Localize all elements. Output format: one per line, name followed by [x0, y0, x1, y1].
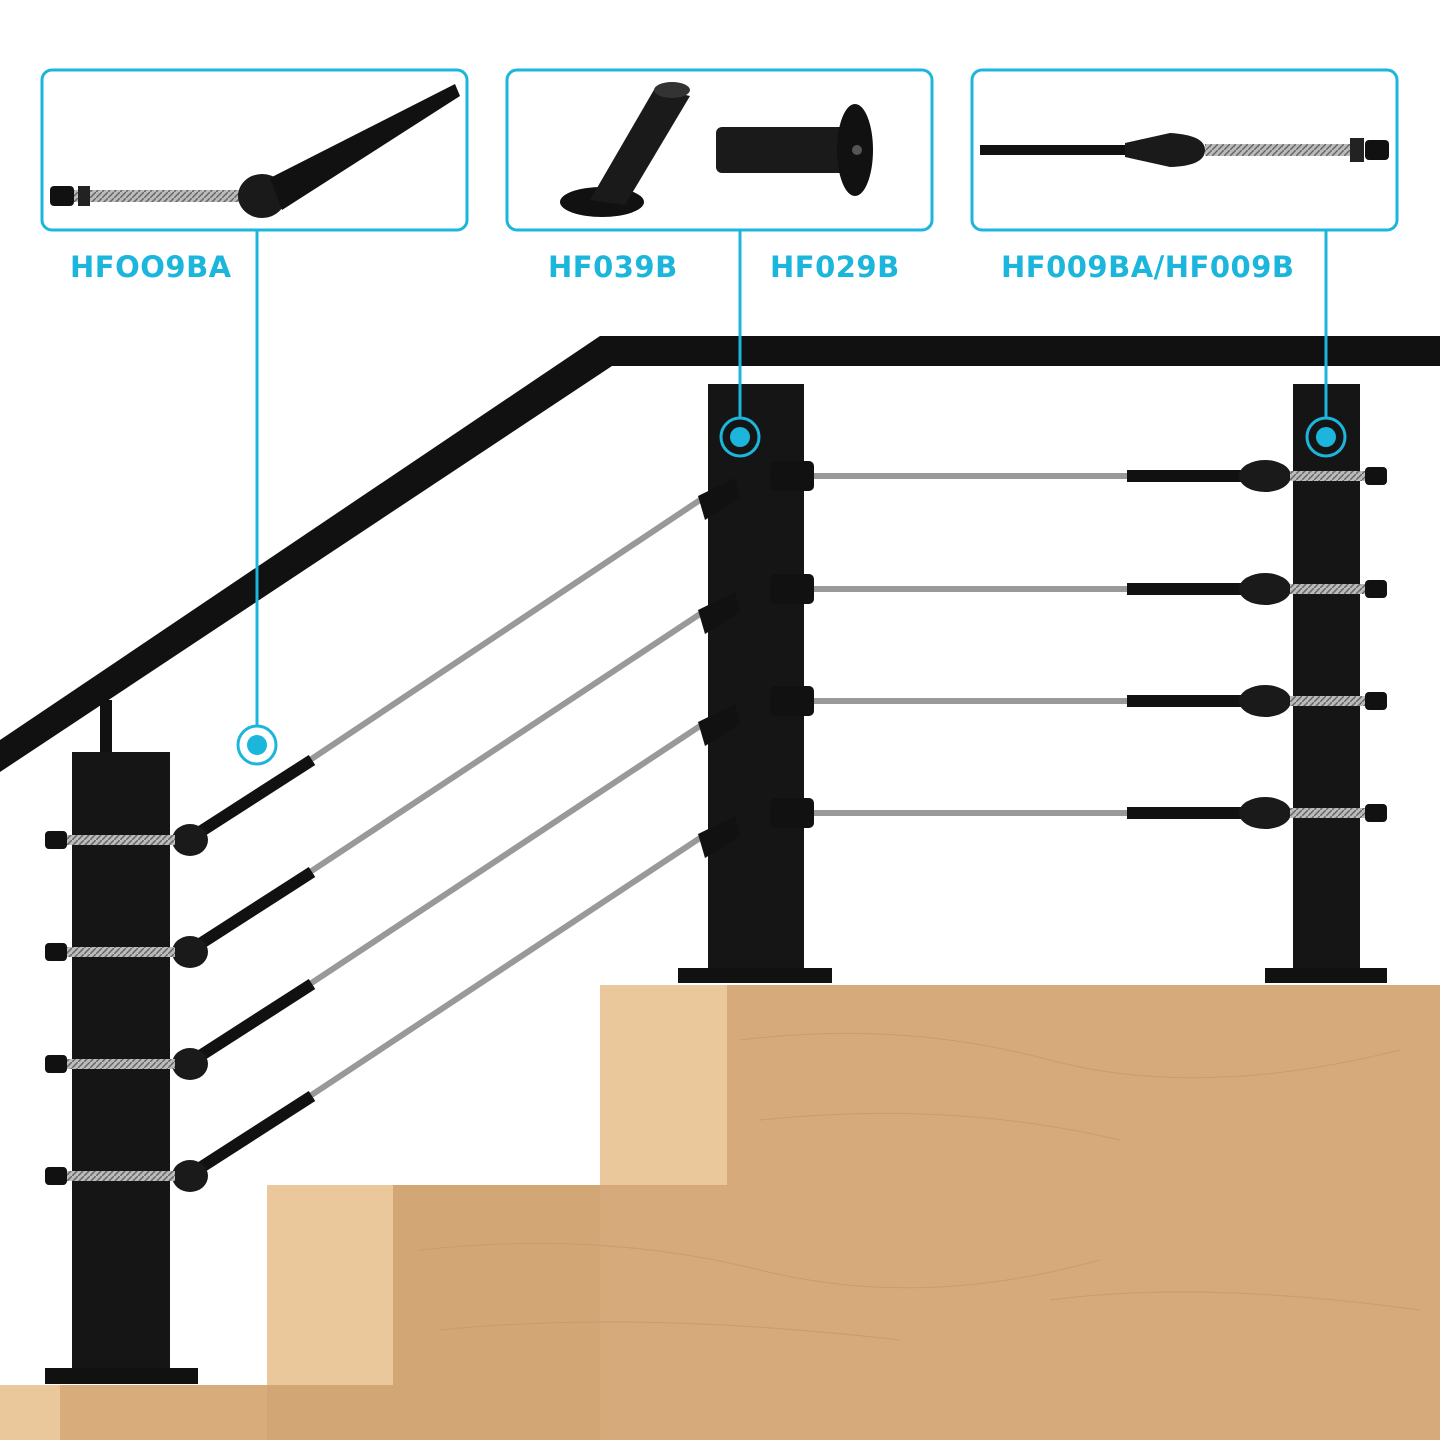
wooden-stairs [0, 985, 1440, 1440]
nut [1365, 467, 1387, 485]
diagonal-cable [308, 835, 702, 1099]
protector-sleeve [770, 574, 814, 604]
angled-swage-fitting-image [50, 84, 460, 218]
swage-eye [1239, 685, 1291, 717]
straight-swage-fitting-image [980, 133, 1389, 167]
swage-eye [1239, 797, 1291, 829]
threaded-stud [1290, 471, 1365, 481]
swage-body [196, 866, 316, 950]
threaded-stud [1290, 696, 1365, 706]
threaded-stud [55, 1059, 175, 1069]
swage-eye [1239, 573, 1291, 605]
nut [45, 943, 67, 961]
threaded-stud [1290, 584, 1365, 594]
swage-body [1127, 695, 1247, 707]
callout-dot-middle [719, 416, 761, 458]
part-label-hfoo9ba: HFOO9BA [70, 250, 232, 284]
nut [45, 1055, 67, 1073]
swage-eye [1239, 460, 1291, 492]
callout-dot-right [1305, 416, 1347, 458]
nut [1365, 692, 1387, 710]
protector-sleeve-image [716, 104, 873, 196]
right-post [1265, 384, 1387, 983]
diagonal-cable [308, 497, 702, 763]
swage-body [1127, 583, 1247, 595]
angled-protector-sleeve [698, 478, 740, 520]
swage-body [1127, 470, 1247, 482]
nut [1365, 580, 1387, 598]
swage-body [196, 978, 316, 1062]
callout-dot-left [236, 724, 278, 766]
angled-protector-sleeve [698, 816, 740, 858]
protector-sleeve [770, 798, 814, 828]
swage-eye [172, 936, 208, 968]
threaded-stud [55, 1171, 175, 1181]
part-label-hf039b: HF039B [548, 250, 678, 284]
part-label-hf029b: HF029B [770, 250, 900, 284]
nut [45, 831, 67, 849]
swage-eye [172, 824, 208, 856]
swage-body [196, 1090, 316, 1174]
protector-sleeve [770, 461, 814, 491]
swage-body [196, 754, 316, 838]
swage-body [1127, 807, 1247, 819]
diagonal-cable [308, 611, 702, 875]
nut [1365, 804, 1387, 822]
threaded-stud [55, 835, 175, 845]
threaded-stud [55, 947, 175, 957]
handrail-stem [100, 700, 112, 755]
angled-protector-sleeve-image [560, 82, 690, 217]
diagonal-cable [308, 723, 702, 987]
handrail [0, 336, 1440, 772]
nut [45, 1167, 67, 1185]
swage-eye [172, 1048, 208, 1080]
angled-protector-sleeve [698, 592, 740, 634]
threaded-stud [1290, 808, 1365, 818]
part-label-hf009ba-hf009b: HF009BA/HF009B [1001, 250, 1295, 284]
swage-eye [172, 1160, 208, 1192]
angled-protector-sleeve [698, 704, 740, 746]
protector-sleeve [770, 686, 814, 716]
